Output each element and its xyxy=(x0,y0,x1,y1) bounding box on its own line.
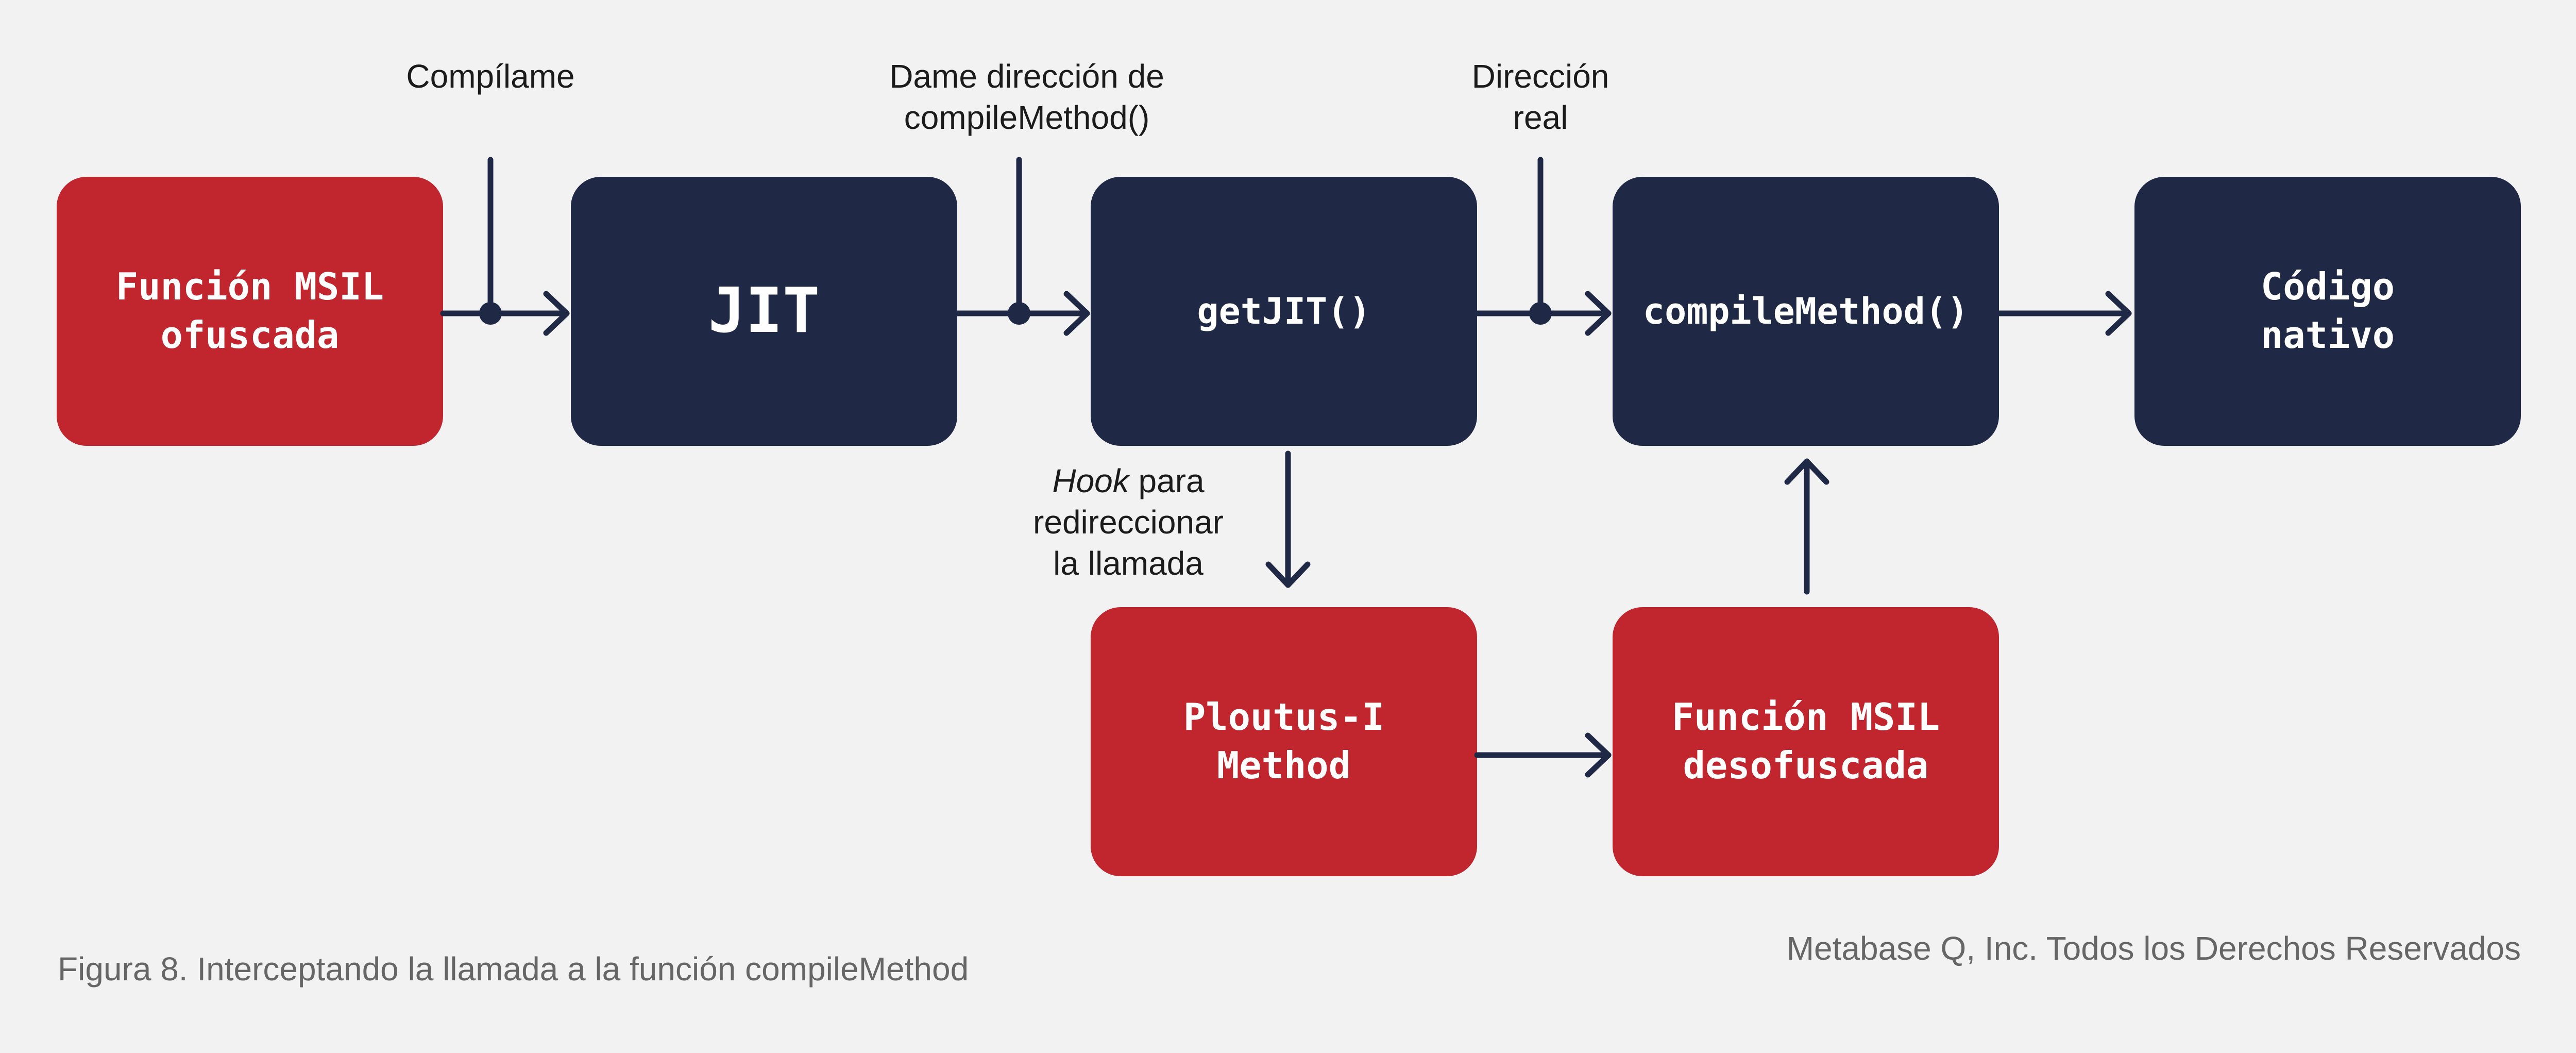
label-hook-redireccionar: Hook para redireccionar la llamada xyxy=(994,460,1262,584)
label-compilame: Compílame xyxy=(406,58,575,95)
junction-dame-direccion xyxy=(1008,302,1030,325)
label-dame-direccion: Dame dirección de compileMethod() xyxy=(889,58,1164,136)
arrowhead-getjit-to-ploutus xyxy=(1265,561,1311,588)
arrowhead-deobf-to-compile xyxy=(1784,458,1829,485)
node-compilemethod: compileMethod() xyxy=(1613,177,1999,446)
arrowhead-msil-to-jit xyxy=(543,291,570,336)
node-jit: JIT xyxy=(571,177,957,446)
node-funcion-msil-ofuscada: Función MSIL ofuscada xyxy=(57,177,443,446)
arrowhead-jit-to-getjit xyxy=(1063,291,1090,336)
junction-direccion-real xyxy=(1529,302,1552,325)
node-codigo-nativo: Código nativo xyxy=(2134,177,2521,446)
node-funcion-msil-desofuscada: Función MSIL desofuscada xyxy=(1613,607,1999,876)
label-hook-word: Hook xyxy=(1052,462,1129,499)
arrowhead-ploutus-to-deobf xyxy=(1585,732,1612,778)
label-direccion-real: Dirección real xyxy=(1471,58,1609,136)
figure-caption: Figura 8. Interceptando la llamada a la … xyxy=(58,950,969,988)
node-ploutus-method: Ploutus-I Method xyxy=(1091,607,1477,876)
node-getjit: getJIT() xyxy=(1091,177,1477,446)
arrowhead-getjit-to-compile xyxy=(1585,291,1612,336)
copyright-notice: Metabase Q, Inc. Todos los Derechos Rese… xyxy=(1786,930,2521,967)
junction-compilame xyxy=(479,302,502,325)
arrowhead-compile-to-native xyxy=(2105,291,2132,336)
label-hook-rest: para redireccionar la llamada xyxy=(1033,462,1224,582)
